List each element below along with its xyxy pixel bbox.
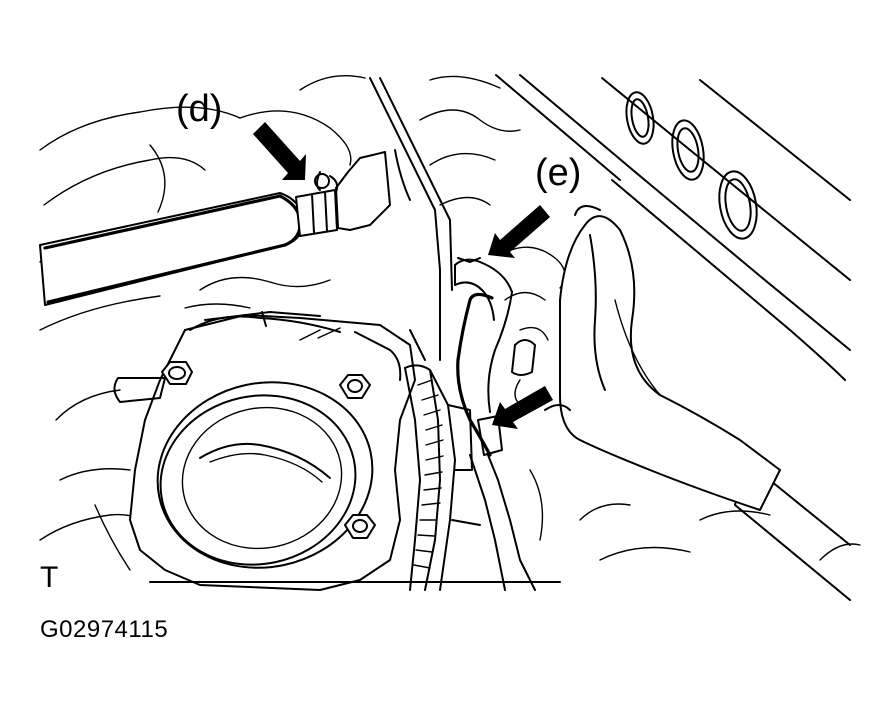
- throttle-body: [113, 311, 416, 591]
- radiator-hose: [544, 205, 781, 511]
- callout-e-label: (e): [535, 152, 582, 194]
- arrow-d-pointer: [253, 122, 306, 180]
- center-bracket: [369, 77, 453, 361]
- air-hose: [39, 151, 391, 306]
- vacuum-hose: [454, 257, 536, 591]
- callout-d-label: (d): [176, 88, 223, 130]
- drive-belt-pulley: [404, 364, 481, 591]
- figure-id: G02974115: [40, 616, 169, 643]
- arrow-e-bottom-pointer: [492, 386, 553, 429]
- corner-mark: T: [40, 561, 59, 594]
- arrow-e-top-pointer: [488, 205, 550, 258]
- callout-arrows: [253, 122, 553, 429]
